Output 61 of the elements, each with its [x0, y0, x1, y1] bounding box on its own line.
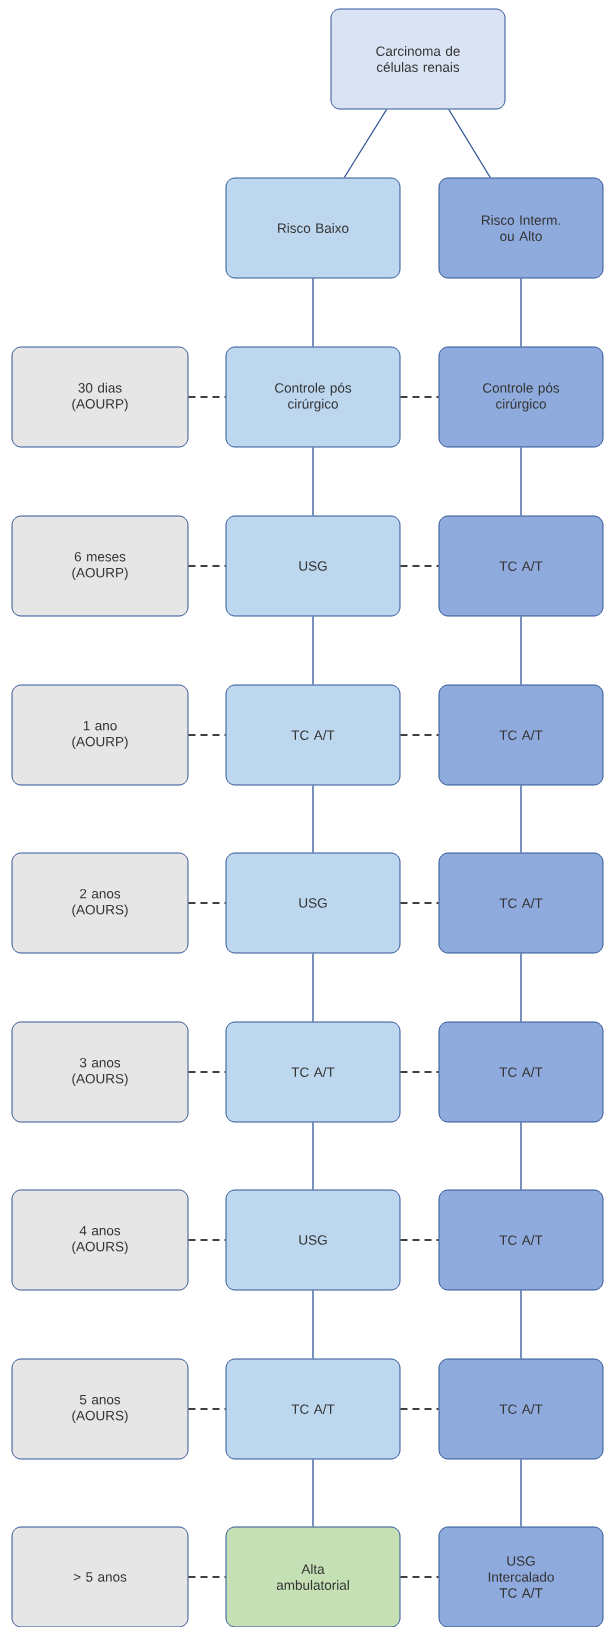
connector-line [520, 952, 522, 1023]
dashed-connector [399, 734, 440, 736]
dashed-connector [187, 565, 227, 567]
exam-box: USG [225, 1189, 401, 1291]
dashed-connector [187, 1071, 227, 1073]
exam-box: TC A/T [438, 1358, 604, 1460]
time-box: 6 meses (AOURP) [11, 515, 189, 617]
connector-line [312, 277, 314, 348]
dashed-connector [399, 1408, 440, 1410]
dashed-connector [187, 1408, 227, 1410]
connector-line [312, 1289, 314, 1360]
root-box: Carcinoma de células renais [330, 8, 506, 110]
exam-box: TC A/T [438, 1189, 604, 1291]
exam-box: TC A/T [438, 515, 604, 617]
dashed-connector [187, 902, 227, 904]
time-box: 30 dias (AOURP) [11, 346, 189, 448]
connector-line [520, 615, 522, 686]
dashed-connector [399, 1239, 440, 1241]
time-box: 5 anos (AOURS) [11, 1358, 189, 1460]
time-box: 3 anos (AOURS) [11, 1021, 189, 1123]
exam-box: Controle pós cirúrgico [225, 346, 401, 448]
time-box: 2 anos (AOURS) [11, 852, 189, 954]
exam-box: USG [225, 515, 401, 617]
dashed-connector [187, 1239, 227, 1241]
risk-box: Risco Baixo [225, 177, 401, 279]
connector-line [520, 1458, 522, 1528]
exam-box: TC A/T [225, 684, 401, 786]
connector-line [312, 1121, 314, 1191]
exam-box: USG [225, 852, 401, 954]
dashed-connector [399, 1576, 440, 1578]
dashed-connector [187, 734, 227, 736]
exam-box: TC A/T [438, 1021, 604, 1123]
dashed-connector [399, 396, 440, 398]
connector-line [312, 446, 314, 517]
dashed-connector [399, 565, 440, 567]
exam-box: TC A/T [225, 1021, 401, 1123]
connector-line [520, 1289, 522, 1360]
exam-box: USG Intercalado TC A/T [438, 1526, 604, 1627]
exam-box: TC A/T [438, 684, 604, 786]
connector-line [312, 952, 314, 1023]
connector-line [312, 615, 314, 686]
dashed-connector [399, 1071, 440, 1073]
connector-line [312, 1458, 314, 1528]
connector-line [520, 446, 522, 517]
time-box: > 5 anos [11, 1526, 189, 1627]
dashed-connector [187, 1576, 227, 1578]
exam-box: Controle pós cirúrgico [438, 346, 604, 448]
exam-box: TC A/T [225, 1358, 401, 1460]
connector-line [520, 784, 522, 854]
dashed-connector [399, 902, 440, 904]
connector-line [448, 108, 491, 179]
exam-box: Alta ambulatorial [225, 1526, 401, 1627]
connector-line [343, 108, 388, 179]
connector-line [520, 1121, 522, 1191]
exam-box: TC A/T [438, 852, 604, 954]
connector-line [520, 277, 522, 348]
dashed-connector [187, 396, 227, 398]
time-box: 4 anos (AOURS) [11, 1189, 189, 1291]
connector-line [312, 784, 314, 854]
risk-box: Risco Interm. ou Alto [438, 177, 604, 279]
time-box: 1 ano (AOURP) [11, 684, 189, 786]
